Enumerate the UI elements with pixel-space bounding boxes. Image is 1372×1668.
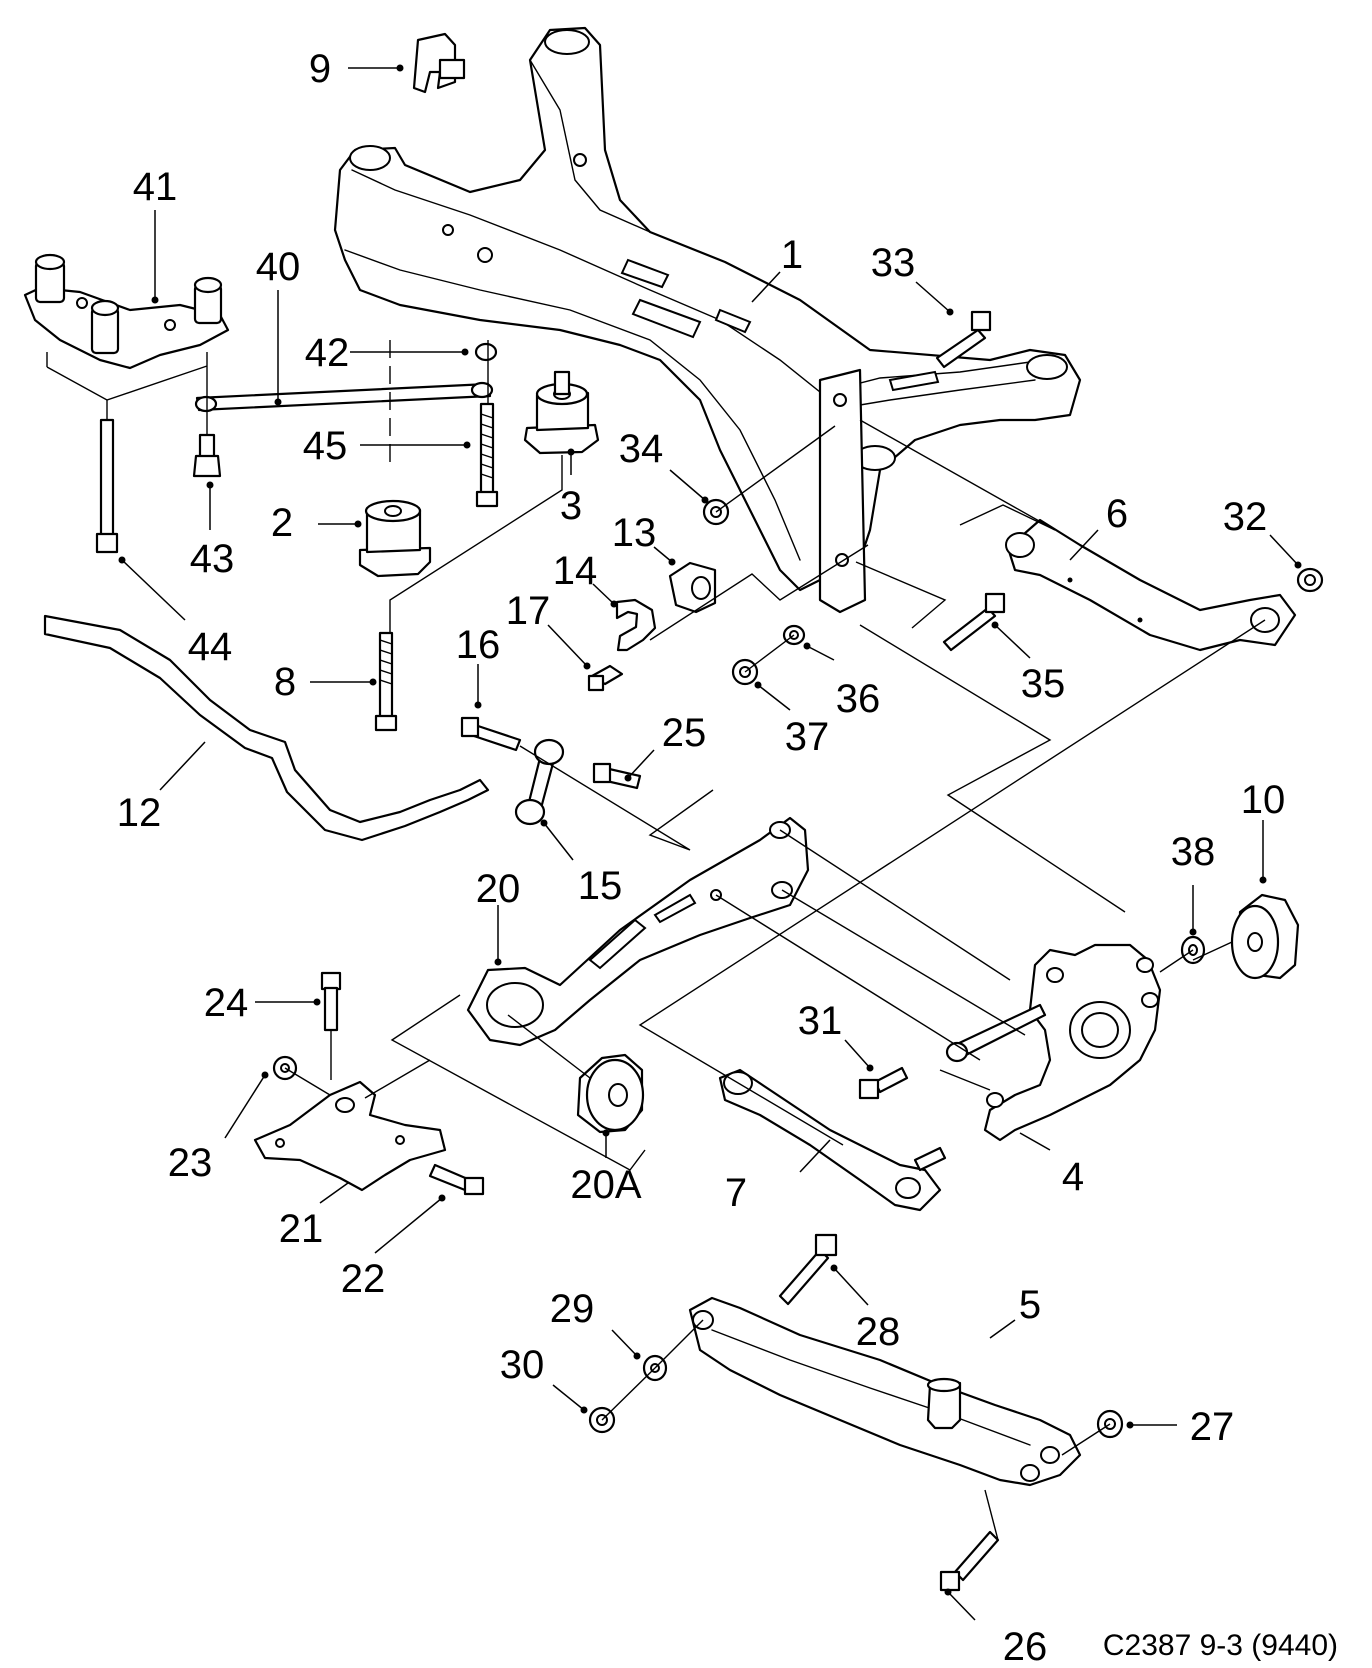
stabilizer-bar-part-12 [43, 614, 490, 842]
callout-12: 12 [117, 791, 162, 835]
bolt-part-43 [192, 433, 222, 478]
bolt-part-25 [592, 762, 642, 790]
callout-42: 42 [305, 331, 350, 375]
nut-part-42 [474, 342, 498, 362]
callout-37: 37 [785, 715, 830, 759]
callout-8: 8 [274, 660, 296, 704]
callout-27: 27 [1190, 1405, 1235, 1449]
callout-9: 9 [309, 47, 331, 91]
callout-25: 25 [662, 711, 707, 755]
bolt-part-24 [320, 971, 342, 1032]
trailing-arm-part-20 [466, 816, 810, 1047]
callout-30: 30 [500, 1343, 545, 1387]
bolt-part-26 [939, 1530, 1000, 1592]
callout-38: 38 [1171, 830, 1216, 874]
callout-28: 28 [856, 1310, 901, 1354]
callout-40: 40 [256, 245, 301, 289]
nut-part-27 [1096, 1409, 1124, 1439]
callout-31: 31 [798, 999, 843, 1043]
assembly-guide-lines [46, 340, 1266, 1541]
bushing-part-20a [576, 1053, 645, 1134]
bolt-part-45 [475, 402, 499, 508]
link-part-15 [514, 738, 565, 826]
callout-numbers: 1 2 3 4 5 6 7 8 9 10 12 13 14 15 16 17 2… [117, 47, 1286, 1668]
subframe-part-1 [333, 26, 1082, 614]
bracket-part-21 [253, 1080, 447, 1192]
callout-13: 13 [612, 511, 657, 555]
callout-16: 16 [456, 623, 501, 667]
callout-26: 26 [1003, 1625, 1048, 1668]
bushing-part-10 [1230, 893, 1300, 980]
callout-29: 29 [550, 1287, 595, 1331]
bolt-part-33 [935, 310, 992, 369]
nut-part-34 [702, 498, 730, 526]
callout-44: 44 [188, 625, 233, 669]
callout-23: 23 [168, 1141, 213, 1185]
callout-3: 3 [560, 484, 582, 528]
callout-14: 14 [553, 549, 598, 593]
bushing-part-2 [358, 499, 432, 578]
bolt-part-22 [428, 1163, 485, 1196]
callout-7: 7 [725, 1171, 747, 1215]
callout-1: 1 [781, 233, 803, 277]
callout-34: 34 [619, 427, 664, 471]
stay-rod-part-40 [194, 381, 494, 413]
callout-35: 35 [1021, 662, 1066, 706]
clamp-part-14 [615, 598, 657, 652]
clip-part-9 [412, 32, 466, 94]
link-arm-part-6 [1005, 518, 1297, 652]
callout-5: 5 [1019, 1283, 1041, 1327]
bracket-part-41 [23, 253, 230, 370]
callout-33: 33 [871, 241, 916, 285]
bolt-part-17 [587, 664, 624, 692]
callout-6: 6 [1106, 492, 1128, 536]
bolt-part-8 [374, 631, 398, 732]
callout-36: 36 [836, 677, 881, 721]
bolt-part-16 [460, 716, 522, 752]
callout-43: 43 [190, 537, 235, 581]
callout-21: 21 [279, 1207, 324, 1251]
callout-2: 2 [271, 501, 293, 545]
callout-4: 4 [1062, 1155, 1084, 1199]
link-arm-part-7 [718, 1068, 947, 1212]
callout-24: 24 [204, 981, 249, 1025]
bolt-part-35 [942, 592, 1006, 652]
callout-45: 45 [303, 424, 348, 468]
callout-20: 20 [476, 867, 521, 911]
hub-carrier-part-4 [945, 943, 1162, 1142]
callout-15: 15 [578, 864, 623, 908]
diagram-code: C2387 9-3 (9440) [1103, 1629, 1338, 1662]
callout-17: 17 [506, 589, 551, 633]
bushing-part-13 [668, 561, 717, 614]
callout-20a: 20A [570, 1163, 641, 1207]
callout-leaders [118, 64, 1302, 1621]
bolt-part-28 [778, 1233, 838, 1306]
callout-32: 32 [1223, 495, 1268, 539]
bolt-part-31 [858, 1066, 909, 1100]
bolt-part-44 [95, 418, 119, 554]
nut-part-32 [1296, 567, 1324, 593]
bushing-part-3 [523, 370, 600, 455]
callout-41: 41 [133, 165, 178, 209]
callout-22: 22 [341, 1257, 386, 1301]
callout-10: 10 [1241, 778, 1286, 822]
